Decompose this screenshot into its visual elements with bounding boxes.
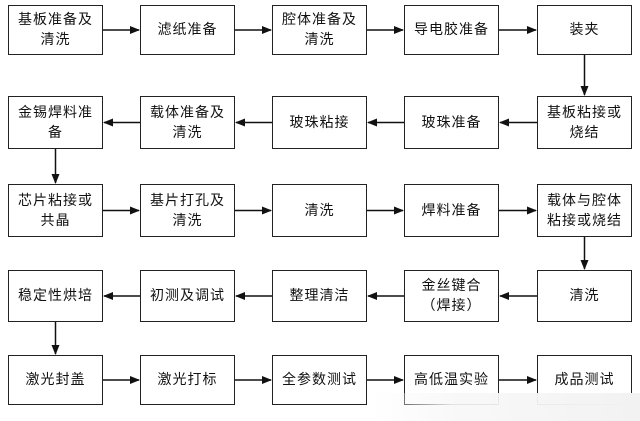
- step-box-r5c1: 激光封盖: [8, 355, 103, 405]
- step-box-r4c4: 金丝键合 （焊接）: [404, 270, 499, 322]
- step-box-r3c4: 焊料准备: [404, 184, 499, 237]
- step-box-r2c4: 玻珠准备: [404, 96, 499, 149]
- step-box-r1c1: 基板准备及 清洗: [8, 5, 103, 55]
- step-box-r2c1: 金锡焊料准 备: [8, 96, 103, 149]
- step-box-r1c3: 腔体准备及 清洗: [272, 5, 367, 55]
- step-box-r1c5: 装夹: [537, 5, 632, 55]
- bottom-right-fade: [372, 393, 640, 421]
- step-box-r1c4: 导电胶准备: [404, 5, 499, 55]
- step-box-r3c2: 基片打孔及 清洗: [140, 184, 235, 237]
- step-box-r4c1: 稳定性烘培: [8, 270, 103, 322]
- step-box-r3c3: 清洗: [272, 184, 367, 237]
- step-box-r2c3: 玻珠粘接: [272, 96, 367, 149]
- step-box-r2c5: 基板粘接或 烧结: [537, 96, 632, 149]
- step-box-r5c2: 激光打标: [140, 355, 235, 405]
- step-box-r2c2: 载体准备及 清洗: [140, 96, 235, 149]
- step-box-r3c1: 芯片粘接或 共晶: [8, 184, 103, 237]
- step-box-r3c5: 载体与腔体 粘接或烧结: [537, 184, 632, 237]
- step-box-r4c2: 初测及调试: [140, 270, 235, 322]
- step-box-r1c2: 滤纸准备: [140, 5, 235, 55]
- step-box-r4c3: 整理清洁: [272, 270, 367, 322]
- step-box-r5c3: 全参数测试: [272, 355, 367, 405]
- step-box-r4c5: 清洗: [537, 270, 632, 322]
